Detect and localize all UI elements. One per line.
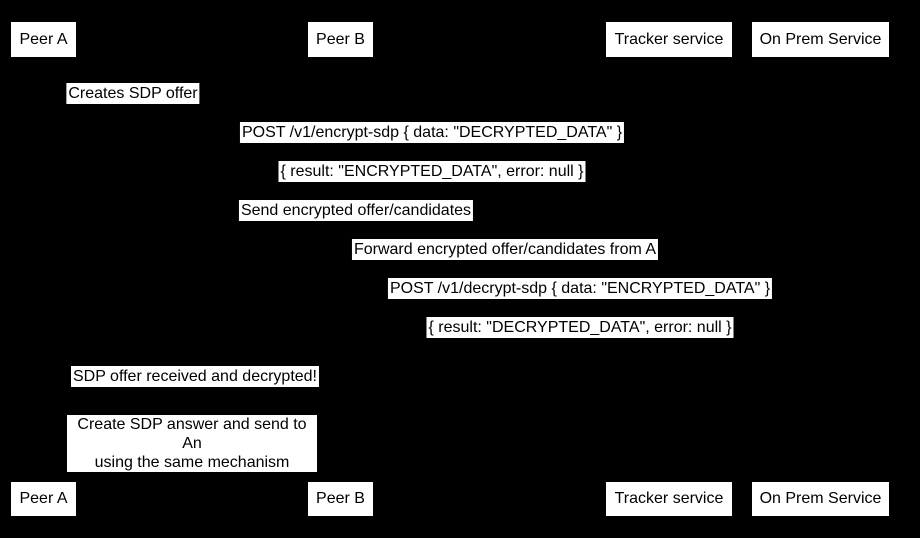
actor-on-prem-service-top: On Prem Service <box>752 22 889 57</box>
note-line-2: using the same mechanism <box>94 454 290 471</box>
actor-peer-b-bottom: Peer B <box>308 482 373 516</box>
note-line-1: Create SDP answer and send to An <box>77 416 307 452</box>
message-decrypt-result: { result: "DECRYPTED_DATA", error: null … <box>426 317 734 338</box>
message-encrypt-result: { result: "ENCRYPTED_DATA", error: null … <box>278 161 586 182</box>
actor-peer-a-bottom: Peer A <box>11 482 76 516</box>
actor-on-prem-service-bottom: On Prem Service <box>752 482 889 516</box>
actor-peer-b-top: Peer B <box>308 22 373 57</box>
note-create-sdp-answer: Create SDP answer and send to An using t… <box>67 415 317 472</box>
actor-peer-a-top: Peer A <box>11 22 76 57</box>
actor-tracker-service-bottom: Tracker service <box>606 482 732 516</box>
actor-tracker-service-top: Tracker service <box>606 22 732 57</box>
message-post-decrypt-sdp: POST /v1/decrypt-sdp { data: "ENCRYPTED_… <box>387 278 773 299</box>
message-post-encrypt-sdp: POST /v1/encrypt-sdp { data: "DECRYPTED_… <box>239 122 625 143</box>
message-creates-sdp-offer: Creates SDP offer <box>66 83 200 104</box>
message-send-encrypted-offer: Send encrypted offer/candidates <box>238 200 474 221</box>
message-sdp-offer-received: SDP offer received and decrypted! <box>71 366 319 387</box>
message-forward-encrypted-offer: Forward encrypted offer/candidates from … <box>351 239 659 260</box>
